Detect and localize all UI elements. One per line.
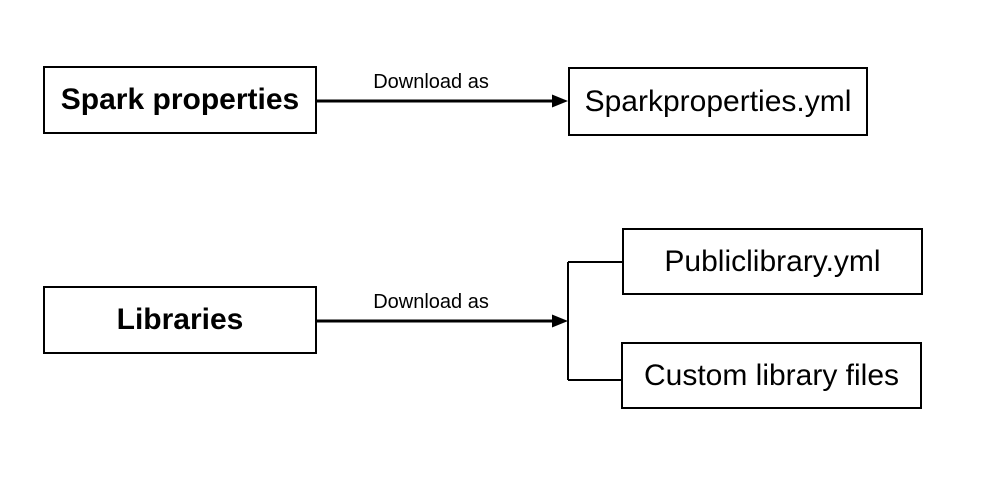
node-spark-properties: Spark properties [43,66,317,134]
node-label: Custom library files [643,358,900,392]
edge-label-download-as-bottom: Download as [373,291,489,313]
node-sparkproperties-yml: Sparkproperties.yml [568,67,868,136]
arrowhead-icon [552,94,568,108]
arrow-libraries-to-branch [317,314,568,328]
node-label: Sparkproperties.yml [584,84,852,118]
node-label: Libraries [116,303,244,336]
node-publiclibrary-yml: Publiclibrary.yml [622,228,923,295]
node-libraries: Libraries [43,286,317,354]
branch-connector [567,261,622,381]
node-label: Spark properties [60,83,300,116]
edge-label-download-as-top: Download as [373,71,489,93]
arrowhead-icon [552,314,568,328]
node-custom-library-files: Custom library files [621,342,922,409]
arrow-spark-properties-to-yml [317,94,568,108]
node-label: Publiclibrary.yml [664,244,881,278]
